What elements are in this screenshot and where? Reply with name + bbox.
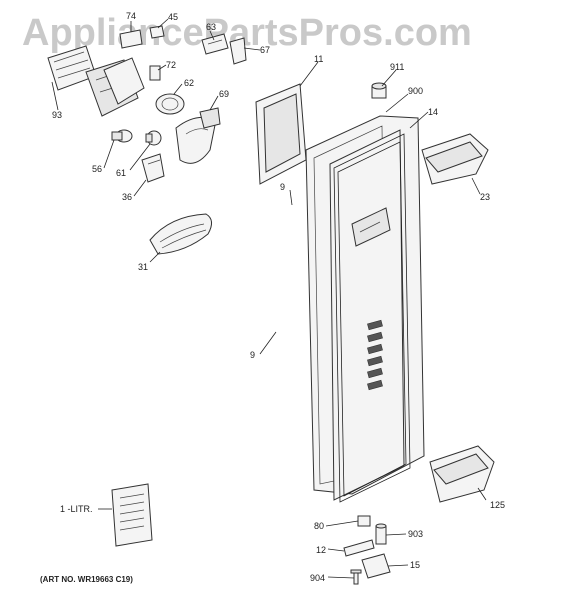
label-125: 125 [490, 500, 505, 510]
label-72: 72 [166, 60, 176, 70]
label-63: 63 [206, 22, 216, 32]
switch-part-63[interactable] [201, 33, 229, 55]
leader-lines [51, 18, 487, 579]
watermark-logo: AppliancePartsPros.com [22, 12, 472, 54]
label-900: 900 [408, 86, 423, 96]
label-67: 67 [260, 45, 270, 55]
label-80: 80 [314, 521, 324, 531]
label-904: 904 [310, 573, 325, 583]
clip-part-45[interactable] [149, 25, 165, 39]
label-93: 93 [52, 110, 62, 120]
label-911: 911 [390, 62, 404, 72]
label-15: 15 [410, 560, 420, 570]
screw-part-72[interactable] [149, 65, 161, 81]
drip-tray-part-31[interactable] [149, 213, 212, 255]
label-61: 61 [116, 168, 126, 178]
ring-part-62[interactable] [155, 93, 185, 115]
bulb-socket-part-56[interactable] [111, 129, 133, 143]
literature-booklet[interactable] [111, 483, 153, 547]
actuator-part-36[interactable] [141, 153, 165, 183]
fitting-part-903[interactable] [375, 523, 387, 545]
door-gasket-part-14[interactable] [333, 133, 411, 503]
ice-chute-part-69[interactable] [175, 107, 221, 164]
label-11: 11 [314, 54, 323, 64]
door-bin-part-125[interactable] [429, 445, 495, 503]
cap-part-911[interactable] [371, 82, 387, 99]
label-9-upper: 9 [280, 182, 285, 192]
literature-label: 1 -LITR. [60, 504, 93, 514]
label-45: 45 [168, 12, 178, 22]
label-12: 12 [316, 545, 326, 555]
art-number: (ART NO. WR19663 C19) [40, 575, 133, 584]
lamp-part-61[interactable] [145, 130, 162, 146]
label-31: 31 [138, 262, 148, 272]
bracket-part-67[interactable] [229, 37, 247, 65]
dispenser-housing-part-93[interactable] [47, 45, 145, 117]
label-23: 23 [480, 192, 490, 202]
door-bin-part-23[interactable] [421, 133, 489, 185]
dispenser-bracket-part-74[interactable] [119, 29, 143, 49]
label-62: 62 [184, 78, 194, 88]
label-69: 69 [219, 89, 229, 99]
label-14: 14 [428, 107, 438, 117]
bracket-part-15[interactable] [361, 553, 391, 579]
label-56: 56 [92, 164, 102, 174]
label-36: 36 [122, 192, 132, 202]
dispenser-recess-part-11[interactable] [255, 83, 307, 185]
label-74: 74 [126, 11, 136, 21]
door-liner-part-900[interactable] [329, 129, 405, 501]
label-9-lower: 9 [250, 350, 255, 360]
label-903: 903 [408, 529, 423, 539]
clip-part-12[interactable] [343, 539, 375, 557]
screw-part-904[interactable] [350, 569, 362, 585]
screw-part-80[interactable] [357, 515, 371, 527]
